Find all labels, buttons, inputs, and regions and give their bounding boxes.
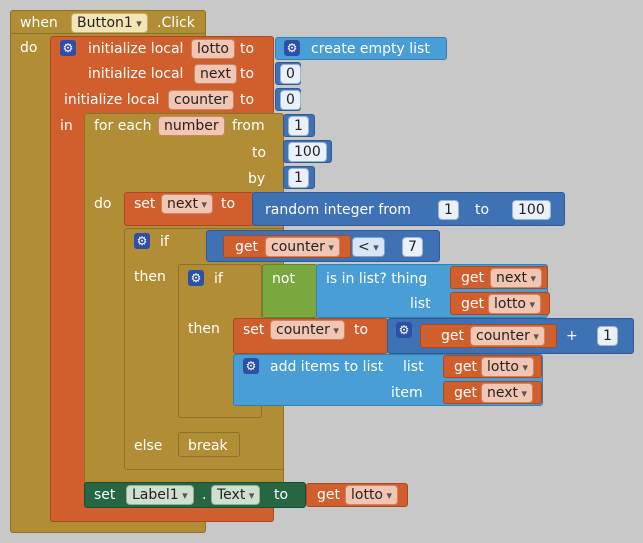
set-next-to: to — [221, 196, 236, 212]
get-counter-var[interactable]: counter — [265, 237, 340, 257]
init-label-3: initialize local — [64, 92, 160, 108]
from-label: from — [232, 118, 265, 134]
get-lotto-var-1[interactable]: lotto — [488, 294, 542, 314]
do-label: do — [20, 40, 38, 56]
plus-value[interactable]: 1 — [597, 326, 618, 346]
by-label: by — [248, 171, 266, 187]
set-label-prop[interactable]: Text — [211, 485, 261, 505]
in-label: in — [60, 118, 73, 134]
init-var-counter[interactable]: counter — [168, 90, 234, 110]
add-items-list-label: list — [403, 359, 424, 375]
by-value[interactable]: 1 — [288, 168, 309, 188]
compare-value[interactable]: 7 — [402, 237, 423, 257]
inner-if-gear-icon[interactable]: ⚙ — [188, 270, 204, 286]
get-lotto-get-3: get — [317, 487, 340, 503]
to-value[interactable]: 100 — [288, 142, 327, 162]
set-next-var[interactable]: next — [161, 194, 214, 214]
set-label-to: to — [274, 487, 289, 503]
get-counter-get: get — [235, 239, 258, 255]
compare-operator[interactable]: < — [352, 237, 385, 257]
get-lotto-var-2[interactable]: lotto — [481, 357, 535, 377]
when-label: when — [20, 15, 58, 31]
get-next-get-2: get — [454, 385, 477, 401]
create-empty-list-block[interactable] — [275, 37, 447, 60]
set-counter-set: set — [243, 322, 265, 338]
outer-if-label: if — [160, 234, 169, 250]
init-label-1: initialize local — [88, 41, 184, 57]
outer-if-gear-icon[interactable]: ⚙ — [134, 233, 150, 249]
set-label-component[interactable]: Label1 — [126, 485, 194, 505]
get-next-var-2[interactable]: next — [481, 383, 534, 403]
init-to-1: to — [240, 41, 255, 57]
break-label: break — [188, 438, 228, 454]
get-lotto-get-1: get — [461, 296, 484, 312]
add-items-item-label: item — [391, 385, 423, 401]
is-in-list-list-label: list — [410, 296, 431, 312]
get-lotto-get-2: get — [454, 359, 477, 375]
from-value[interactable]: 1 — [288, 116, 309, 136]
list-gear-icon[interactable]: ⚙ — [284, 40, 300, 56]
init-var-next[interactable]: next — [194, 64, 238, 84]
get-counter-var-2[interactable]: counter — [470, 326, 545, 346]
random-to-value[interactable]: 100 — [512, 200, 551, 220]
event-name: .Click — [157, 15, 195, 31]
set-label-block[interactable] — [84, 482, 306, 508]
set-label-dot: . — [202, 487, 207, 503]
init-label-2: initialize local — [88, 66, 184, 82]
to-label: to — [252, 145, 267, 161]
next-init-value[interactable]: 0 — [280, 64, 301, 84]
counter-init-value[interactable]: 0 — [280, 90, 301, 110]
inner-if-label: if — [214, 271, 223, 287]
add-math-gear-icon[interactable]: ⚙ — [396, 322, 412, 338]
get-next-get-1: get — [461, 270, 484, 286]
init-to-3: to — [240, 92, 255, 108]
for-each-var[interactable]: number — [158, 116, 225, 136]
set-label-set: set — [94, 487, 116, 503]
not-block[interactable] — [262, 264, 318, 318]
not-label: not — [272, 271, 295, 287]
else-label: else — [134, 438, 163, 454]
add-items-label: add items to list — [270, 359, 384, 375]
add-items-gear-icon[interactable]: ⚙ — [243, 358, 259, 374]
get-lotto-var-3[interactable]: lotto — [345, 485, 399, 505]
random-to-label: to — [475, 202, 490, 218]
get-next-var-1[interactable]: next — [490, 268, 543, 288]
component-dropdown[interactable]: Button1 — [71, 13, 148, 33]
plus-operator: + — [566, 328, 578, 344]
is-in-list-label: is in list? thing — [326, 271, 428, 287]
for-each-label: for each — [94, 118, 152, 134]
random-integer-label: random integer from — [265, 202, 411, 218]
then-label: then — [134, 269, 166, 285]
mutator-gear-icon[interactable]: ⚙ — [60, 40, 76, 56]
inner-then-label: then — [188, 321, 220, 337]
create-empty-list-label: create empty list — [311, 41, 430, 57]
break-block[interactable] — [178, 432, 240, 457]
init-var-lotto[interactable]: lotto — [191, 39, 235, 59]
init-to-2: to — [240, 66, 255, 82]
set-counter-var[interactable]: counter — [270, 320, 345, 340]
get-counter-get-2: get — [441, 328, 464, 344]
set-counter-to: to — [354, 322, 369, 338]
random-from-value[interactable]: 1 — [438, 200, 459, 220]
set-next-set: set — [134, 196, 156, 212]
foreach-do-label: do — [94, 196, 112, 212]
